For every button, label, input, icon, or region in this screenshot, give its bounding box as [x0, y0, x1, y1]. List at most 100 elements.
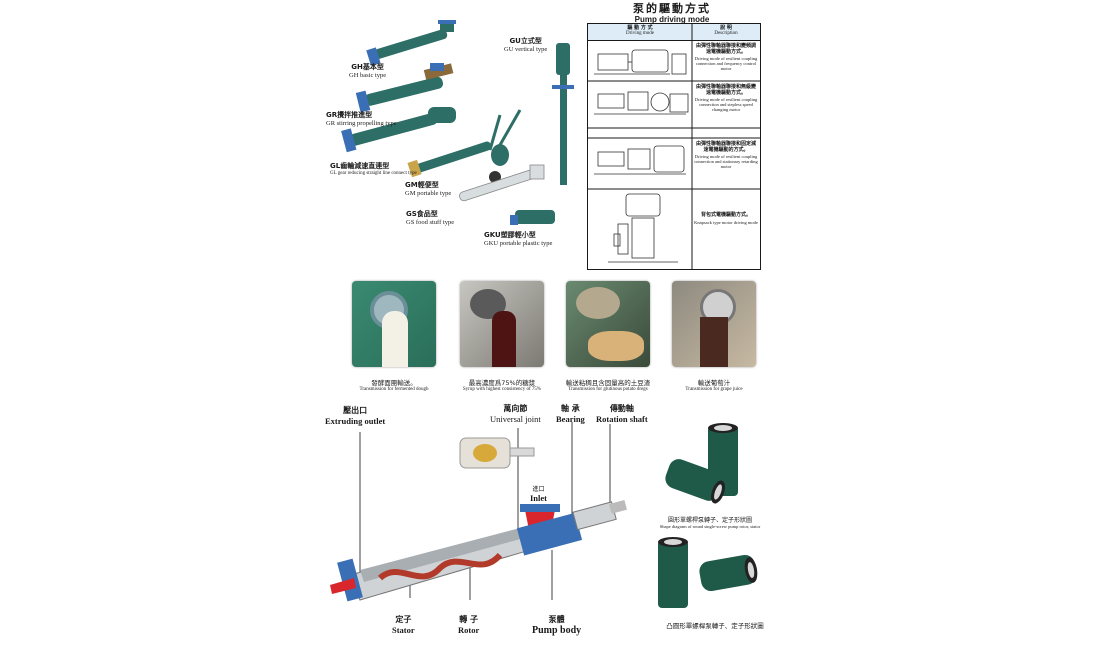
- part-label-cn: 萬向節: [503, 404, 528, 413]
- part-label-cn: 泵體: [548, 615, 565, 624]
- pump-type-gl: GL齒輪減速直連型 GL gear reducing straight line…: [330, 161, 417, 176]
- gh-pump-image: [366, 20, 456, 66]
- pump-type-label-en: GU vertical type: [504, 46, 548, 53]
- pump-type-label-en: GL gear reducing straight line connect t…: [330, 171, 417, 176]
- header-description-en: Description: [714, 31, 738, 36]
- pump-type-label-cn: GM輕便型: [405, 181, 439, 189]
- label-pump-body: 泵體 Pump body: [532, 614, 581, 636]
- gr-stirring-pump-image: [341, 107, 456, 153]
- pump-type-label-en: GH basic type: [349, 72, 387, 79]
- motor-drawing-1: [594, 49, 687, 75]
- row-desc-cn: 由彈性聯軸器聯接和變頻調速電機驅動方式。: [695, 43, 756, 55]
- pump-type-label-cn: GKU塑膠輕小型: [484, 231, 536, 239]
- label-universal-joint: 萬向節 Universal joint: [490, 403, 541, 424]
- row-3-description: 由彈性聯軸器聯接和固定減速電機驅動的方式。 Driving mode of re…: [694, 141, 758, 169]
- header-driving-mode-cn: 驅 動 方 式: [627, 25, 653, 31]
- part-label-en: Stator: [392, 625, 415, 635]
- pump-type-label-cn: GS食品型: [406, 210, 438, 218]
- photo-grape: [672, 281, 756, 367]
- pump-type-label-cn: GU立式型: [509, 37, 542, 45]
- part-label-en: Bearing: [556, 414, 585, 424]
- part-label-cn: 軸 承: [561, 404, 580, 413]
- part-label-en: Extruding outlet: [325, 416, 386, 426]
- label-bearing: 軸 承 Bearing: [556, 403, 585, 424]
- row-4-description: 背包式電機驅動方式。 Knapsack type motor driving m…: [694, 212, 758, 225]
- caption-en: Syrup with highest consistency of 75%: [462, 387, 542, 392]
- title-cn: 泵的驅動方式: [633, 2, 711, 15]
- part-label-en: Pump body: [532, 625, 582, 636]
- caption-cn: 凸圓形單螺桿泵轉子、定子形狀圖: [666, 622, 764, 630]
- pump-type-label-en: GKU portable plastic type: [484, 240, 553, 247]
- pump-type-gu: GU立式型 GU vertical type: [504, 36, 547, 53]
- pump-type-label-en: GS food stuff type: [406, 219, 455, 226]
- gm-pump-image: [407, 109, 522, 183]
- caption-cn: 發酵面團輸送。: [371, 379, 417, 387]
- header-description-cn: 說 明: [720, 25, 732, 31]
- label-inlet: 進口 Inlet: [530, 484, 547, 503]
- page-title: 泵的驅動方式 Pump driving mode: [612, 0, 732, 24]
- part-label-cn: 進口: [532, 486, 545, 493]
- pump-type-gm: GM輕便型 GM portable type: [405, 180, 451, 197]
- caption-cn: 最高濃度爲75%的糖漿: [468, 379, 536, 387]
- part-label-cn: 壓出口: [343, 406, 368, 415]
- title-en: Pump driving mode: [634, 15, 710, 24]
- pump-type-label-cn: GH基本型: [351, 63, 384, 71]
- part-label-cn: 定子: [395, 615, 412, 624]
- caption-cn: 輸送粘稠且含固量高的土豆渣: [565, 379, 651, 387]
- pump-type-gr: GR攪拌推進型 GR stirring propelling type: [326, 110, 397, 127]
- row-2-description: 由彈性聯軸器聯接和無級變速電機驅動方式。 Driving mode of res…: [694, 84, 758, 112]
- row-1-description: 由彈性聯軸器聯接和變頻調速電機驅動方式。 Driving mode of res…: [694, 43, 758, 71]
- universal-joint-inset: [459, 437, 535, 469]
- row-desc-en: Driving mode of resilient coupling conne…: [694, 154, 758, 169]
- pump-type-label-en: GR stirring propelling type: [326, 120, 397, 127]
- gr-pump-image: [355, 63, 454, 113]
- caption-en: Shape diagram of round single-screw pump…: [659, 524, 761, 529]
- row-desc-en: Driving mode of resilient coupling conne…: [694, 97, 758, 112]
- part-label-en: Rotation shaft: [596, 414, 648, 424]
- table-header: 驅 動 方 式 Driving mode 說 明 Description: [588, 24, 760, 41]
- photo-syrup: [460, 281, 544, 367]
- label-rotor: 轉 子 Rotor: [458, 614, 479, 635]
- motor-drawing-2: [594, 91, 689, 115]
- pump-type-label-cn: GL齒輪減速直連型: [330, 162, 390, 170]
- label-stator: 定子 Stator: [392, 614, 415, 635]
- pump-type-label-cn: GR攪拌推進型: [326, 111, 373, 119]
- part-label-en: Rotor: [458, 625, 480, 635]
- row-desc-cn: 由彈性聯軸器聯接和固定減速電機驅動的方式。: [695, 141, 756, 153]
- caption-en: Transmission for fermented dough: [359, 387, 429, 392]
- header-driving-mode-en: Driving mode: [626, 31, 654, 36]
- pump-body-cutaway: [330, 499, 628, 602]
- photo-dough: [352, 281, 436, 367]
- label-rotation-shaft: 傳動軸 Rotation shaft: [596, 403, 648, 424]
- caption-dough: 發酵面團輸送。 Transmission for fermented dough: [334, 377, 454, 392]
- caption-potato: 輸送粘稠且含固量高的土豆渣 Transmission for glutinous…: [548, 377, 668, 392]
- gku-pump-image: [510, 210, 555, 225]
- pump-type-gs: GS食品型 GS food stuff type: [406, 209, 454, 226]
- table-grid: [588, 24, 760, 269]
- pump-types-illustration: [341, 20, 574, 225]
- caption-cn: 輸送葡萄汁: [697, 379, 731, 387]
- caption-grape: 輸送葡萄汁 Transmission for grape juice: [654, 377, 774, 392]
- row-desc-en: Driving mode of resilient coupling conne…: [694, 56, 758, 71]
- caption-syrup: 最高濃度爲75%的糖漿 Syrup with highest consisten…: [442, 377, 562, 392]
- motor-drawing-3: [594, 145, 686, 175]
- caption-en: Transmission for glutinous potato dregs: [568, 387, 648, 392]
- pump-type-gh: GH基本型 GH basic type: [349, 62, 386, 79]
- caption-convex-stator: 凸圓形單螺桿泵轉子、定子形狀圖: [650, 620, 780, 630]
- stator-shapes-round: [665, 423, 738, 504]
- driving-mode-table: 驅 動 方 式 Driving mode 說 明 Description: [587, 23, 761, 270]
- pump-type-gku: GKU塑膠輕小型 GKU portable plastic type: [484, 230, 552, 247]
- pump-type-label-en: GM portable type: [405, 190, 452, 197]
- caption-round-stator: 圓形單螺桿泵轉子、定子形狀圖 Shape diagram of round si…: [650, 515, 770, 529]
- gu-pump-image: [552, 43, 574, 185]
- motor-drawing-4: [608, 193, 678, 263]
- part-label-en: Universal joint: [490, 414, 541, 424]
- photo-potato: [566, 281, 650, 367]
- pump-cutaway-diagram: [330, 422, 628, 602]
- part-label-cn: 轉 子: [459, 615, 479, 624]
- caption-en: Transmission for grape juice: [685, 387, 743, 392]
- part-label-en: Inlet: [530, 493, 547, 503]
- gs-pump-image: [459, 164, 545, 202]
- label-extruding-outlet: 壓出口 Extruding outlet: [325, 405, 385, 426]
- part-label-cn: 傳動軸: [609, 404, 634, 413]
